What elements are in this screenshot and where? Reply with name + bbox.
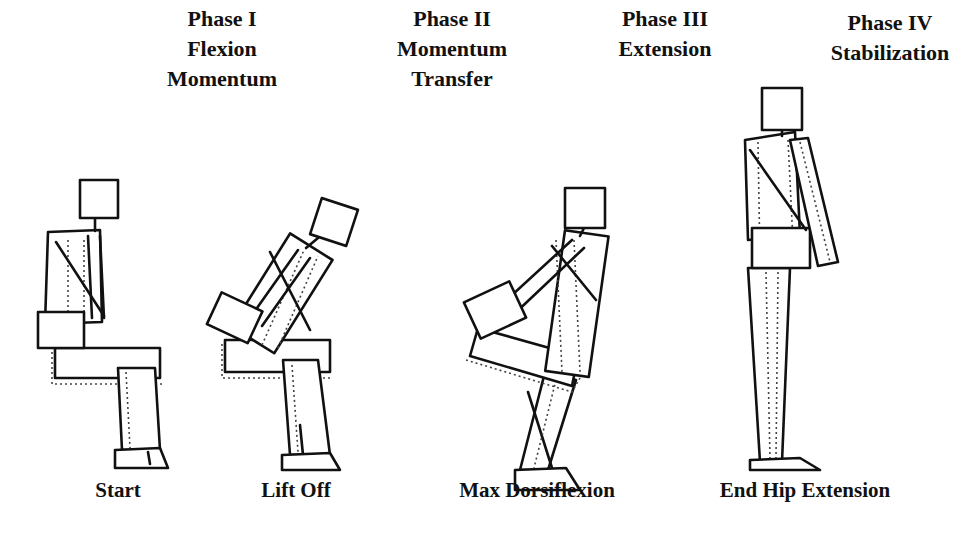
figure-max-dorsiflexion [464, 188, 609, 490]
phase-event-label: Start [95, 477, 141, 503]
phase-heading: Phase I Flexion Momentum [160, 4, 285, 94]
phase-event-label: End Hip Extension [720, 477, 890, 503]
phase-event-label: Max Dorsiflexion [459, 477, 615, 503]
phase-heading: Phase III Extension [594, 4, 736, 64]
phase-event-label: Lift Off [261, 477, 330, 503]
figure-start [38, 180, 168, 468]
phase-heading: Phase IV Stabilization [804, 8, 976, 68]
figure-lift-off [207, 198, 358, 470]
phase-heading: Phase II Momentum Transfer [386, 4, 518, 94]
figure-end-hip-extension [745, 88, 838, 470]
